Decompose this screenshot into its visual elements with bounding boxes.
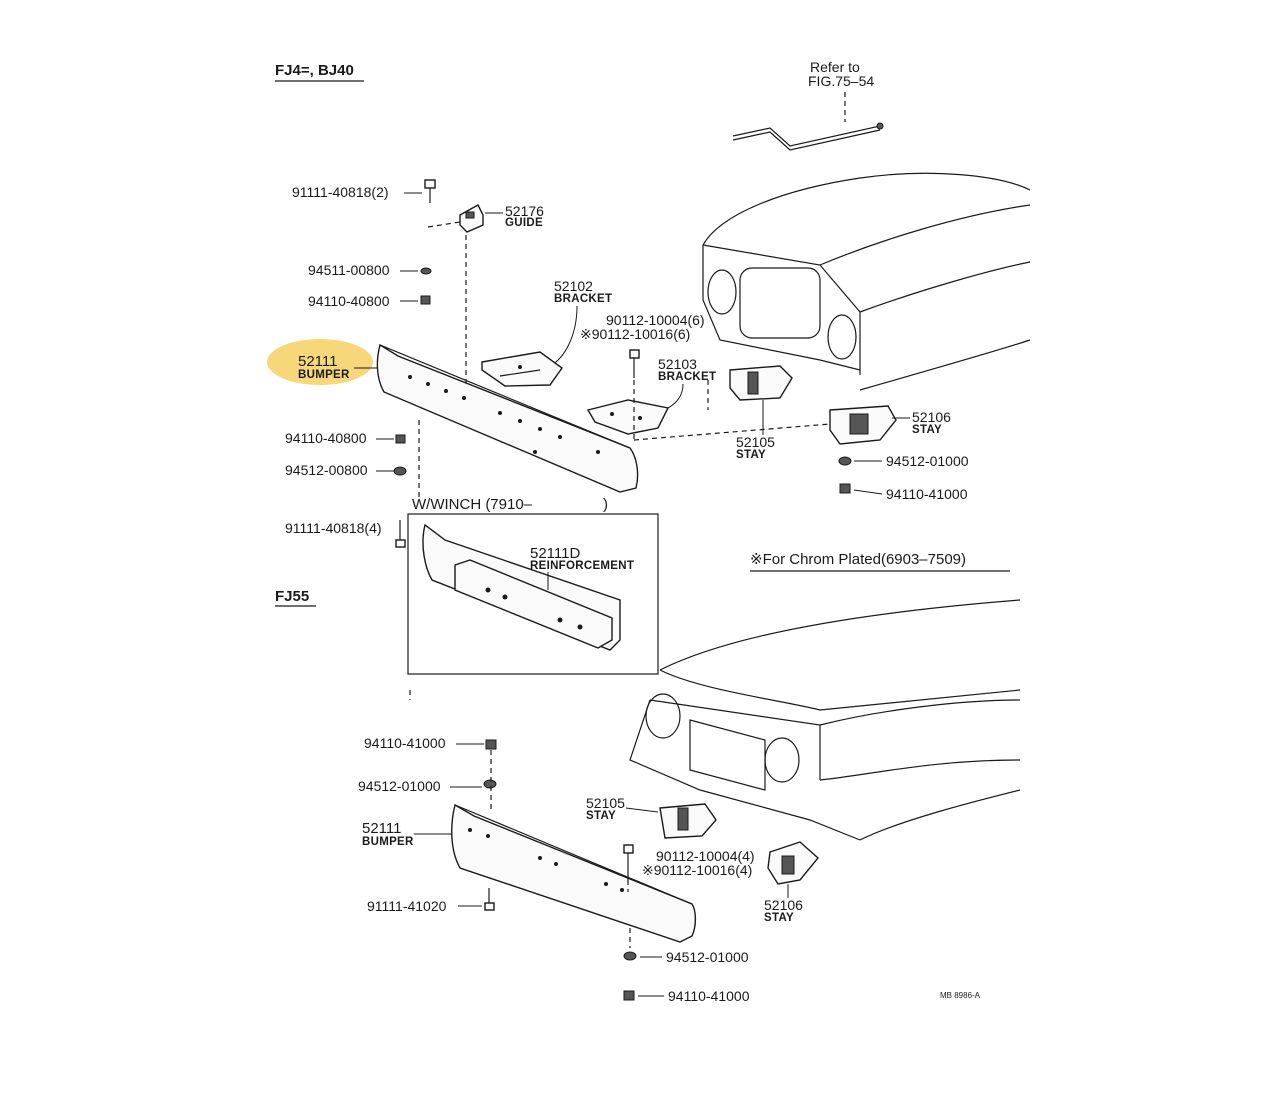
label-fj55-stay1-name: STAY xyxy=(586,810,616,822)
leader-nut-c xyxy=(853,489,883,495)
nut-c-icon xyxy=(839,483,851,494)
label-fj55-washer-a: 94512-01000 xyxy=(358,778,441,794)
label-guide-name: GUIDE xyxy=(505,217,543,229)
heading-fj4: FJ4=, BJ40 xyxy=(275,62,354,79)
label-fj55-bumper-num: 52111 xyxy=(362,820,402,837)
bracket-stay-dash xyxy=(633,423,831,441)
refer-to-text: Refer to xyxy=(810,59,860,75)
label-bolt-top: 91111-40818(2) xyxy=(292,184,389,200)
nut-icon xyxy=(420,295,431,305)
heading-fj55: FJ55 xyxy=(275,588,309,605)
guide-52176-icon xyxy=(459,204,484,233)
label-bumper-num: 52111 xyxy=(298,353,338,370)
fj4-top-bolt-icon xyxy=(424,179,436,203)
label-fj55-washer-b: 94512-01000 xyxy=(666,949,749,965)
washer-b-icon xyxy=(393,466,407,476)
fj55-stay-52105-icon xyxy=(659,803,717,839)
label-fj55-stay1-num: 52105 xyxy=(586,795,625,811)
fj55-bolt-a-icon xyxy=(623,844,634,880)
fj55-nut-a-icon xyxy=(485,739,497,750)
label-fj55-nut-b: 94110-41000 xyxy=(668,988,750,1004)
label-reinf-num: 52111D xyxy=(530,545,580,562)
chrome-plated-note: ※For Chrom Plated(6903–7509) xyxy=(750,551,966,568)
stay-52105-icon xyxy=(729,365,793,401)
fj55-stay-52106-icon xyxy=(767,841,819,885)
fj55-vehicle-outline xyxy=(629,599,1021,841)
wire-rod xyxy=(732,125,881,147)
guide-leader-dash xyxy=(427,221,461,228)
leader-fj55-stay1 xyxy=(625,807,659,813)
bolt-b-icon xyxy=(629,349,640,378)
label-reinf-name: REINFORCEMENT xyxy=(530,560,634,572)
label-stay1-name: STAY xyxy=(912,424,942,436)
reference-code: MB 8986-A xyxy=(940,991,981,1000)
wire-rod-edge xyxy=(732,129,881,151)
reinforcement-52111d-icon xyxy=(422,523,621,651)
stay-52106-icon xyxy=(829,405,897,445)
label-nut-b: 94110-40800 xyxy=(285,430,367,446)
label-stay2-num: 52105 xyxy=(736,434,775,450)
rod-end-icon xyxy=(876,122,884,130)
fj55-bumper-icon xyxy=(451,803,697,943)
nut-b-icon xyxy=(395,434,406,444)
label-fj55-bumper-name: BUMPER xyxy=(362,836,414,848)
label-stay1-num: 52106 xyxy=(912,409,951,425)
label-bracket2-name: BRACKET xyxy=(658,371,716,383)
washer-c-icon xyxy=(838,456,852,466)
label-nut-a: 94110-40800 xyxy=(308,293,390,309)
winch-heading: W/WINCH (7910– xyxy=(412,496,533,513)
label-nut-c: 94110-41000 xyxy=(886,486,968,502)
leader-bracket1 xyxy=(549,305,578,367)
bolt-c-icon xyxy=(395,520,406,548)
label-fj55-stay2-num: 52106 xyxy=(764,897,803,913)
winch-box xyxy=(407,513,659,675)
bumper-highlight xyxy=(267,339,373,385)
label-bracket1-name: BRACKET xyxy=(554,293,612,305)
label-bolt-b-alt: ※90112-10016(6) xyxy=(580,326,690,342)
bracket-52102-icon xyxy=(481,351,563,387)
label-fj55-bolt-a: 90112-10004(4) xyxy=(656,848,755,864)
label-fj55-bolt-b: 91111-41020 xyxy=(367,898,447,914)
fj4-vehicle-outline xyxy=(702,172,1031,391)
label-bracket2-num: 52103 xyxy=(658,356,697,372)
label-bumper-name: BUMPER xyxy=(298,369,350,381)
label-fj55-nut-a: 94110-41000 xyxy=(364,735,446,751)
label-bracket1-num: 52102 xyxy=(554,278,593,294)
label-washer-a: 94511-00800 xyxy=(308,262,390,278)
bracket-52103-icon xyxy=(586,399,670,435)
label-washer-b: 94512-00800 xyxy=(285,462,368,478)
label-bolt-c: 91111-40818(4) xyxy=(285,520,382,536)
fj55-washer-a-icon xyxy=(483,779,497,789)
fj55-nut-b-icon xyxy=(623,990,635,1001)
fj4-bumper-icon xyxy=(376,343,639,493)
label-stay2-name: STAY xyxy=(736,449,766,461)
label-washer-c: 94512-01000 xyxy=(886,453,969,469)
winch-heading-close: ) xyxy=(603,496,608,513)
label-guide-num: 52176 xyxy=(505,203,544,219)
refer-fig-text: FIG.75–54 xyxy=(808,73,874,89)
label-fj55-stay2-name: STAY xyxy=(764,912,794,924)
fj55-bolt-b-icon xyxy=(484,888,495,911)
label-fj55-bolt-a-alt: ※90112-10016(4) xyxy=(642,862,752,878)
washer-icon xyxy=(420,267,432,275)
label-bolt-b: 90112-10004(6) xyxy=(606,312,705,328)
fj55-washer-b-icon xyxy=(623,951,637,961)
